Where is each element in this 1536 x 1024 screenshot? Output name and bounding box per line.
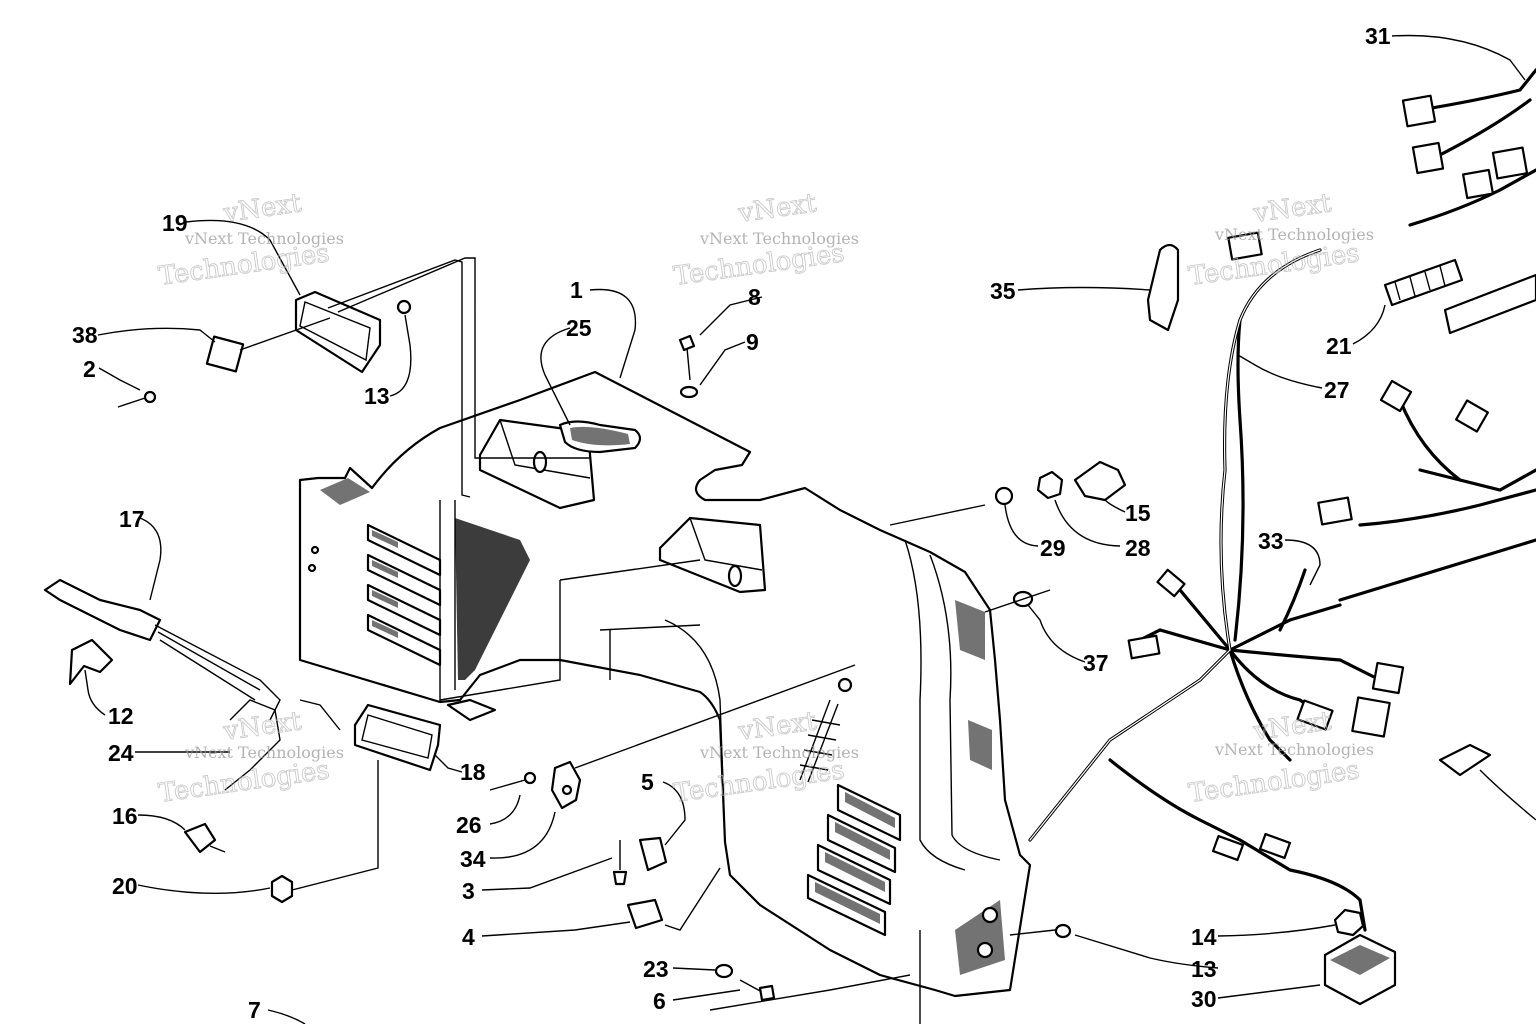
leader-lines [84,34,1536,1024]
callout-34: 34 [460,846,486,872]
callout-24: 24 [108,740,134,766]
callout-20: 20 [112,873,138,899]
left-vents [366,523,442,667]
watermark-big2-text: vNext [221,188,304,229]
watermark-text: vNext Technologies [699,743,859,762]
watermark-text: vNext Technologies [184,229,344,248]
callout-19: 19 [162,210,188,236]
watermark-1: vNext Technologies vNext Technologies [156,188,344,293]
wiring-harness [1028,68,1536,1006]
callout-5: 5 [641,769,654,795]
callout-3: 3 [462,878,475,904]
watermark-2: vNext Technologies vNext Technologies [671,188,859,293]
hood-assembly [298,370,1032,998]
callout-31: 31 [1365,23,1391,49]
callout-25: 25 [566,315,592,341]
watermark-big2-text: vNext [736,188,819,229]
callout-17: 17 [119,506,145,532]
small-parts [43,290,1127,1002]
callout-15: 15 [1125,500,1151,526]
callout-13a: 13 [364,383,390,409]
callout-13b: 13 [1191,956,1217,982]
watermark-6: vNext Technologies vNext Technologies [1186,706,1374,810]
callout-8: 8 [748,284,761,310]
callout-12: 12 [108,703,134,729]
watermark-big-text: Technologies [157,755,332,809]
callout-23: 23 [643,956,669,982]
callout-21: 21 [1326,333,1352,359]
callout-26: 26 [456,812,482,838]
right-vents [806,783,902,937]
watermark-text: vNext Technologies [1214,740,1374,759]
callout-1: 1 [570,277,583,303]
callout-33: 33 [1258,528,1284,554]
callout-38: 38 [72,322,98,348]
callout-28: 28 [1125,535,1151,561]
watermark-big-text: Technologies [1187,238,1362,292]
callout-37: 37 [1083,650,1109,676]
watermark-text: vNext Technologies [699,229,859,248]
callouts: 31 19 1 8 9 25 38 2 13 35 21 27 17 15 29… [72,23,1391,1023]
assembly-lines [291,257,1056,1024]
callout-35: 35 [990,278,1016,304]
watermark-3: vNext Technologies vNext Technologies [1186,188,1374,293]
callout-18: 18 [460,759,486,785]
watermark-4: vNext Technologies vNext Technologies [156,706,344,810]
watermark-big2-text: vNext [1251,188,1334,229]
watermark-text: vNext Technologies [184,743,344,762]
callout-14: 14 [1191,924,1217,950]
callout-16: 16 [112,803,138,829]
callout-2: 2 [83,356,96,382]
watermark-big-text: Technologies [1187,755,1362,809]
callout-9: 9 [746,329,759,355]
callout-30: 30 [1191,986,1217,1012]
callout-6: 6 [653,988,666,1014]
callout-29: 29 [1040,535,1066,561]
callout-7: 7 [248,997,261,1023]
watermark-big2-text: vNext [221,706,304,747]
watermark-text: vNext Technologies [1214,225,1374,244]
callout-27: 27 [1324,377,1350,403]
callout-4: 4 [462,924,475,950]
